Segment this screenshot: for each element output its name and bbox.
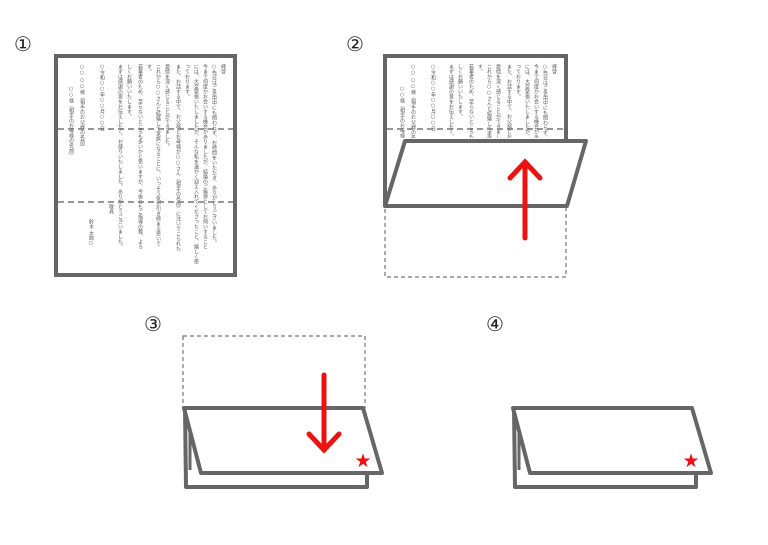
letter-line: ○先日はご多用中にも関わらず、お時間をいただき、ありがとうございました。	[211, 64, 217, 245]
step-4-paper: ★	[511, 406, 713, 489]
letter-line: また、お話する中で、お父様とお母様が○○さん（相手の名前）に注いでこられた	[175, 64, 181, 251]
letter-recipient: ○○ ○○様（相手のお父様の名前）	[410, 64, 416, 138]
letter-line: ○先日はご多用中にも関わらず、お時間をいただき、ありがとうございました。	[540, 64, 549, 138]
step-1-paper	[54, 54, 237, 277]
folded-flap	[511, 406, 713, 475]
letter-line: しくお願いいたします。	[457, 64, 463, 119]
paper-outline	[54, 54, 237, 277]
step-3-label: ③	[144, 312, 162, 336]
star-icon: ★	[354, 450, 371, 472]
letter-line: す。	[477, 64, 483, 74]
arrow-up-icon	[507, 158, 543, 241]
letter-line: また、お話する中で、お父様とお母様が○○さん（相手の名前）に注いでこられた	[504, 64, 513, 138]
letter-line: 今まで何度かお会いする機会がありましたが、結婚のご挨拶としてお伺いすること	[202, 64, 208, 249]
letter-line: 拝啓	[551, 64, 557, 74]
back-panel	[512, 407, 698, 489]
letter-signature: 鈴木 太郎○	[88, 219, 94, 247]
folded-flap	[383, 139, 588, 208]
letter-line: まずは感謝の意をお伝えしたく、お便りいたしました。ありがとうございました。	[117, 64, 123, 249]
folded-flap	[182, 406, 384, 475]
letter-step-2: 拝啓 ○先日はご多用中にも関わらず、お時間をいただき、ありがとうございました。 …	[387, 58, 564, 138]
letter-recipient: ○○様（相手のお母様の名前）	[399, 86, 405, 138]
letter-date: ○令和○○年○○月○○日	[430, 64, 436, 131]
step-4-label: ④	[486, 312, 504, 336]
letter-line: 拝啓	[220, 64, 226, 74]
letter-line: まずは感謝の意をお伝えしたく、お便りいたしました。ありがとうございました。	[446, 64, 455, 138]
letter-line: す。	[146, 64, 152, 74]
letter-text: 拝啓 ○先日はご多用中にも関わらず、お時間をいただき、ありがとうございました。 …	[397, 64, 558, 138]
original-position-outline	[182, 335, 366, 409]
step-3-paper: ★	[182, 335, 384, 489]
paper-outline	[383, 54, 568, 206]
letter-line: っております。	[184, 64, 190, 99]
letter-line: には、大変緊張いたしましたが、そんな私を温かく迎え入れてくださったこと、嬉しく思	[193, 64, 199, 264]
step-2-paper	[383, 54, 588, 278]
letter-step-1: 拝啓 ○先日はご多用中にも関わらず、お時間をいただき、ありがとうございました。 …	[58, 58, 233, 273]
letter-date: ○令和○○年○○月○○日	[99, 64, 105, 131]
letter-line: 愛情を深く感じることができました。	[164, 64, 170, 149]
arrow-down-icon	[306, 372, 342, 454]
letter-line: 若輩者のため、至らないところも多いかと思いますが、今後ともご指導の程、よろ	[137, 64, 143, 249]
letter-recipient: ○○様（相手のお母様の名前）	[68, 86, 74, 158]
letter-closing: 敬具	[108, 204, 114, 214]
letter-line: 若輩者のため、至らないところも多いかと思いますが、今後ともご指導の程、よろ	[466, 64, 475, 138]
letter-line: 今まで何度かお会いする機会がありましたが、結婚のご挨拶としてお伺いすること	[531, 64, 540, 138]
step-2-label: ②	[346, 32, 364, 56]
letter-line: しくお願いいたします。	[126, 64, 132, 119]
letter-line: には、大変緊張いたしましたが、そんな私を温かく迎え入れてくださったこと、嬉しく思	[522, 64, 531, 138]
back-panel	[183, 407, 369, 489]
letter-line: 愛情を深く感じることができました。	[495, 64, 501, 138]
letter-recipient: ○○ ○○様（相手のお父様の名前）	[79, 64, 85, 150]
star-icon: ★	[682, 450, 699, 472]
step-1-label: ①	[14, 32, 32, 56]
letter-line: これから○○さんと結婚して家族になることに、いっそう気が引き締まる思いで	[484, 64, 493, 138]
letter-line: っております。	[515, 64, 521, 99]
letter-text: 拝啓 ○先日はご多用中にも関わらず、お時間をいただき、ありがとうございました。 …	[66, 64, 227, 269]
letter-line: これから○○さんと結婚して家族になることに、いっそう気が引き締まる思いで	[155, 64, 161, 246]
original-position-outline	[384, 205, 567, 278]
